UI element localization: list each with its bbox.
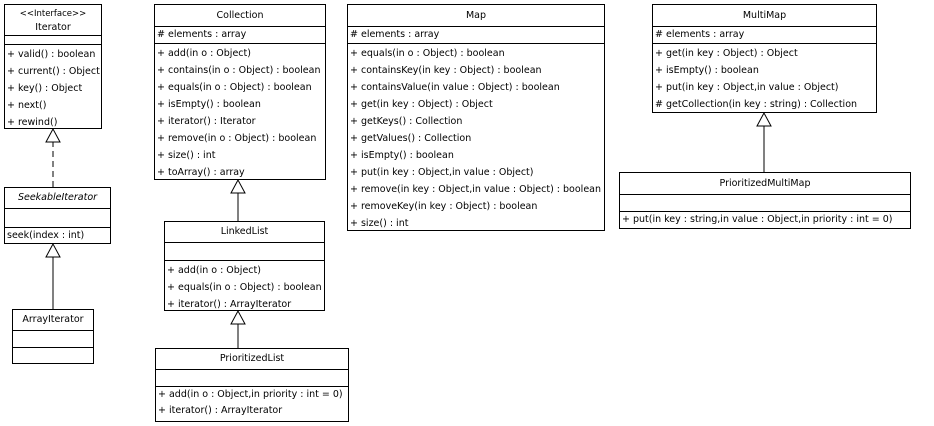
attribute: # elements : array <box>157 29 247 40</box>
generalization-arrowhead <box>230 309 246 325</box>
operations-section: + equals(in o : Object) : boolean + cont… <box>348 44 604 233</box>
class-multimap: MultiMap # elements : array + get(in key… <box>652 4 877 113</box>
operation: + get(in key : Object) : Object <box>350 99 493 110</box>
generalization-arrowhead <box>230 178 246 194</box>
operation: + iterator() : ArrayIterator <box>158 405 283 416</box>
operations-section: + add(in o : Object) + equals(in o : Obj… <box>165 261 324 314</box>
class-seekableiterator: SeekableIterator seek(index : int) <box>4 187 111 244</box>
operation: + isEmpty() : boolean <box>655 65 759 76</box>
class-name: Map <box>465 10 487 21</box>
operation: + equals(in o : Object) : boolean <box>167 282 322 293</box>
attribute: # elements : array <box>655 29 745 40</box>
operation: + put(in key : string,in value : Object,… <box>622 214 893 225</box>
class-name: PrioritizedMultiMap <box>719 178 811 189</box>
stereotype-label: <<Interface>> <box>19 9 87 19</box>
class-prioritizedlist: PrioritizedList + add(in o : Object,in p… <box>155 348 349 422</box>
attributes-section <box>620 195 910 212</box>
class-name: Collection <box>216 10 264 21</box>
attributes-section: # elements : array <box>155 27 325 44</box>
class-name: LinkedList <box>220 226 269 237</box>
operation: + rewind() <box>7 117 58 128</box>
generalization-arrowhead <box>756 111 772 127</box>
attributes-section <box>13 331 93 348</box>
operation: + put(in key : Object,in value : Object) <box>350 167 534 178</box>
operations-section <box>13 348 93 364</box>
attributes-section: # elements : array <box>653 27 876 44</box>
operation: + removeKey(in key : Object) : boolean <box>350 201 538 212</box>
operation: + toArray() : array <box>157 167 245 178</box>
operation: + containsKey(in key : Object) : boolean <box>350 65 542 76</box>
operation: + remove(in o : Object) : boolean <box>157 133 317 144</box>
operation: + equals(in o : Object) : boolean <box>350 48 505 59</box>
operation: + iterator() : ArrayIterator <box>167 299 292 310</box>
realization-arrowhead <box>45 127 61 143</box>
operation: + get(in key : Object) : Object <box>655 48 798 59</box>
operation: + size() : int <box>157 150 216 161</box>
attribute: # elements : array <box>350 29 440 40</box>
operation: + getValues() : Collection <box>350 133 472 144</box>
operation: + contains(in o : Object) : boolean <box>157 65 321 76</box>
class-header: PrioritizedList <box>156 349 348 370</box>
operation: seek(index : int) <box>7 230 85 241</box>
class-header: PrioritizedMultiMap <box>620 173 910 195</box>
operation: + current() : Object <box>7 66 100 77</box>
operation: + getKeys() : Collection <box>350 116 463 127</box>
operation: # getCollection(in key : string) : Colle… <box>655 99 858 110</box>
class-iterator: <<Interface>> Iterator + valid() : boole… <box>4 4 102 129</box>
class-arrayiterator: ArrayIterator <box>12 309 94 364</box>
operation: + isEmpty() : boolean <box>350 150 454 161</box>
class-header: MultiMap <box>653 5 876 27</box>
class-map: Map # elements : array + equals(in o : O… <box>347 4 605 231</box>
attributes-section <box>156 370 348 387</box>
attributes-section <box>165 243 324 261</box>
operation: + remove(in key : Object,in value : Obje… <box>350 184 602 195</box>
operations-section: + get(in key : Object) : Object + isEmpt… <box>653 44 876 114</box>
class-header: Collection <box>155 5 325 27</box>
operation: + add(in o : Object) <box>157 48 251 59</box>
class-header: SeekableIterator <box>5 188 110 209</box>
operation: + iterator() : Iterator <box>157 116 256 127</box>
class-name: ArrayIterator <box>22 314 84 325</box>
class-prioritizedmultimap: PrioritizedMultiMap + put(in key : strin… <box>619 172 911 229</box>
class-name: MultiMap <box>742 10 787 21</box>
class-header: <<Interface>> Iterator <box>5 5 101 36</box>
class-name: Iterator <box>35 22 71 33</box>
operation: + valid() : boolean <box>7 49 96 60</box>
class-header: ArrayIterator <box>13 310 93 331</box>
class-collection: Collection # elements : array + add(in o… <box>154 4 326 180</box>
attributes-section <box>5 209 110 228</box>
attributes-section: # elements : array <box>348 27 604 44</box>
operations-section: + valid() : boolean + current() : Object… <box>5 45 101 132</box>
operations-section: + add(in o : Object) + contains(in o : O… <box>155 44 325 182</box>
class-name: PrioritizedList <box>219 353 285 364</box>
operation: + add(in o : Object) <box>167 265 261 276</box>
operation: + containsValue(in value : Object) : boo… <box>350 82 560 93</box>
class-name: SeekableIterator <box>17 192 98 203</box>
class-linkedlist: LinkedList + add(in o : Object) + equals… <box>164 221 325 311</box>
operations-section: seek(index : int) <box>5 228 110 244</box>
operation: + key() : Object <box>7 83 83 94</box>
operation: + add(in o : Object,in priority : int = … <box>158 389 343 400</box>
operations-section: + put(in key : string,in value : Object,… <box>620 212 910 228</box>
generalization-arrowhead <box>45 242 61 258</box>
operation: + size() : int <box>350 218 409 229</box>
operation: + put(in key : Object,in value : Object) <box>655 82 839 93</box>
attributes-section <box>5 36 101 45</box>
operation: + equals(in o : Object) : boolean <box>157 82 312 93</box>
operation: + next() <box>7 100 47 111</box>
class-header: Map <box>348 5 604 27</box>
operation: + isEmpty() : boolean <box>157 99 261 110</box>
operations-section: + add(in o : Object,in priority : int = … <box>156 387 348 420</box>
class-header: LinkedList <box>165 222 324 243</box>
